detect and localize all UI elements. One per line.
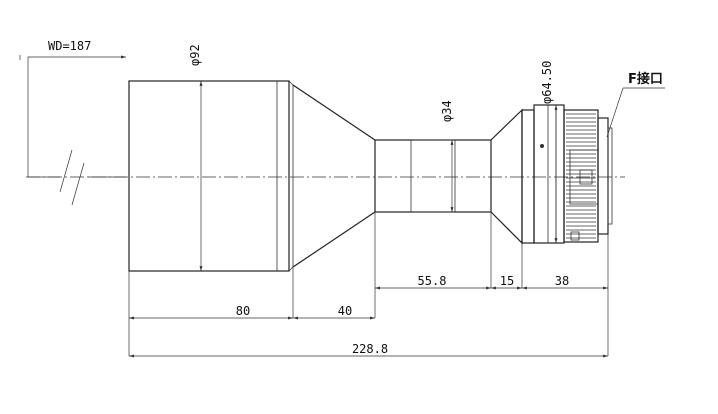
mount-type-label: F接口 (628, 71, 663, 87)
mount-leader (606, 87, 665, 138)
extension-lines (128, 212, 609, 356)
mount-flange (597, 117, 613, 235)
middle-diameter-label: φ34 (440, 100, 454, 122)
knurl-pattern (566, 113, 596, 239)
dim-taper-label: 40 (338, 304, 352, 318)
collar-taper (490, 108, 523, 245)
dim-total-label: 228.8 (352, 342, 388, 356)
screw-icon (540, 144, 544, 148)
dim-collar-label: 15 (500, 274, 514, 288)
taper-section (292, 84, 376, 268)
working-distance-bracket (19, 55, 126, 206)
front-barrel (128, 80, 294, 272)
dim-front-barrel-label: 80 (236, 304, 250, 318)
middle-tube (374, 139, 492, 213)
mount-ring (563, 109, 599, 243)
dim-middle-tube-label: 55.8 (418, 274, 447, 288)
rear-diameter-label: φ64.50 (540, 61, 554, 104)
working-distance-label: WD=187 (48, 39, 91, 53)
dim-rear-label: 38 (555, 274, 569, 288)
front-diameter-label: φ92 (188, 44, 202, 66)
